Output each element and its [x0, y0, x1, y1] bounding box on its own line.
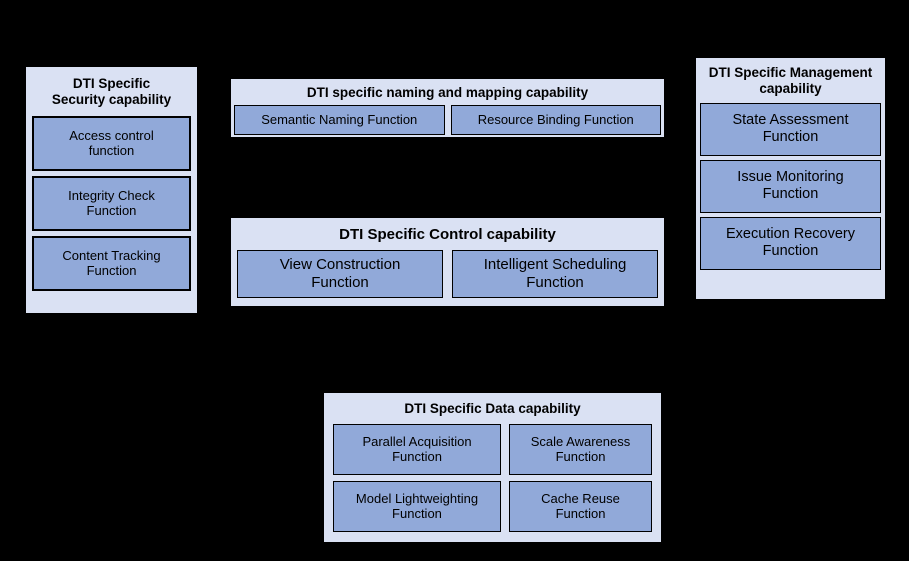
- function-list-control: View Construction Function Intelligent S…: [231, 249, 664, 304]
- function-box-intelligent-scheduling[interactable]: Intelligent Scheduling Function: [452, 249, 658, 298]
- function-column-left: Parallel Acquisition Function Model Ligh…: [333, 423, 501, 532]
- capability-group-security[interactable]: DTI Specific Security capability Access …: [25, 66, 198, 314]
- function-box-view-construction[interactable]: View Construction Function: [237, 249, 443, 298]
- capability-group-data[interactable]: DTI Specific Data capability Parallel Ac…: [323, 392, 662, 543]
- function-box-issue-monitoring[interactable]: Issue Monitoring Function: [700, 159, 881, 213]
- group-title-data: DTI Specific Data capability: [404, 401, 581, 416]
- function-box-model-lightweighting[interactable]: Model Lightweighting Function: [333, 480, 501, 532]
- function-list-management: State Assessment Function Issue Monitori…: [696, 102, 885, 274]
- function-box-access-control[interactable]: Access control function: [32, 115, 191, 171]
- function-box-state-assessment[interactable]: State Assessment Function: [700, 102, 881, 156]
- function-box-parallel-acquisition[interactable]: Parallel Acquisition Function: [333, 423, 501, 475]
- group-title-security: DTI Specific Security capability: [51, 76, 172, 107]
- capability-group-control[interactable]: DTI Specific Control capability View Con…: [230, 217, 665, 307]
- function-box-integrity-check[interactable]: Integrity Check Function: [32, 175, 191, 231]
- function-box-content-tracking[interactable]: Content Tracking Function: [32, 235, 191, 291]
- capability-group-management[interactable]: DTI Specific Management capability State…: [695, 57, 886, 300]
- capability-group-naming-mapping[interactable]: DTI specific naming and mapping capabili…: [230, 78, 665, 138]
- function-column-right: Scale Awareness Function Cache Reuse Fun…: [509, 423, 652, 532]
- group-title-management: DTI Specific Management capability: [708, 65, 873, 96]
- function-list-naming-mapping: Semantic Naming Function Resource Bindin…: [231, 104, 664, 138]
- function-list-data: Parallel Acquisition Function Model Ligh…: [324, 423, 661, 540]
- function-box-scale-awareness[interactable]: Scale Awareness Function: [509, 423, 652, 475]
- group-title-naming-mapping: DTI specific naming and mapping capabili…: [306, 85, 589, 100]
- group-title-control: DTI Specific Control capability: [339, 226, 556, 243]
- function-box-cache-reuse[interactable]: Cache Reuse Function: [509, 480, 652, 532]
- function-box-semantic-naming[interactable]: Semantic Naming Function: [234, 104, 445, 135]
- function-box-resource-binding[interactable]: Resource Binding Function: [450, 104, 661, 135]
- function-box-execution-recovery[interactable]: Execution Recovery Function: [700, 216, 881, 270]
- function-list-security: Access control function Integrity Check …: [26, 115, 197, 297]
